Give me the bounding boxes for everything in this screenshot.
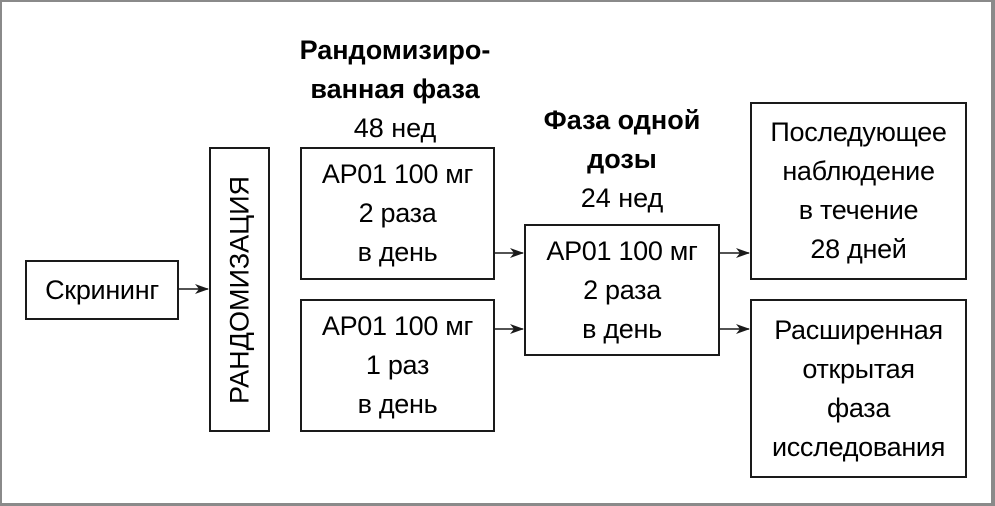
single-dose-phase-heading: Фаза одной дозы 24 нед bbox=[510, 101, 734, 218]
randomized-phase-duration: 48 нед bbox=[353, 113, 437, 143]
single-dose-line: в день bbox=[582, 313, 662, 344]
arm-twice-daily-line: AP01 100 мг bbox=[321, 159, 474, 189]
arm-once-daily-line: 1 раз bbox=[365, 350, 430, 380]
randomized-phase-title-line1: Рандомизиро- bbox=[299, 35, 491, 65]
randomization-box: РАНДОМИЗАЦИЯ bbox=[209, 147, 270, 432]
single-dose-line: 2 раза bbox=[583, 274, 661, 305]
arm-once-daily-box: AP01 100 мг 1 раз в день bbox=[300, 299, 495, 432]
screening-box: Скрининг bbox=[25, 260, 179, 320]
extension-line: фаза bbox=[826, 392, 891, 423]
single-dose-phase-duration: 24 нед bbox=[580, 183, 664, 213]
follow-up-line: в течение bbox=[798, 195, 919, 225]
single-dose-phase-title-line2: дозы bbox=[587, 144, 657, 174]
arm-once-daily-line: AP01 100 мг bbox=[321, 311, 474, 341]
follow-up-line: 28 дней bbox=[810, 234, 907, 264]
screening-label: Скрининг bbox=[45, 274, 159, 305]
arm-twice-daily-box: AP01 100 мг 2 раза в день bbox=[300, 147, 495, 280]
arm-twice-daily-line: в день bbox=[357, 237, 438, 267]
single-dose-line: AP01 100 мг bbox=[546, 235, 698, 266]
extension-line: исследования bbox=[771, 431, 946, 462]
single-dose-box: AP01 100 мг 2 раза в день bbox=[524, 224, 720, 356]
extension-box: Расширенная открытая фаза исследования bbox=[750, 299, 967, 478]
randomized-phase-title-line2: ванная фаза bbox=[310, 74, 480, 104]
follow-up-box: Последующее наблюдение в течение 28 дней bbox=[750, 102, 967, 280]
single-dose-phase-title-line1: Фаза одной bbox=[543, 105, 701, 135]
arm-once-daily-line: в день bbox=[357, 389, 438, 419]
follow-up-line: наблюдение bbox=[782, 156, 935, 186]
extension-line: Расширенная bbox=[774, 314, 943, 345]
follow-up-line: Последующее bbox=[770, 117, 947, 147]
extension-line: открытая bbox=[802, 353, 915, 384]
randomized-phase-heading: Рандомизиро- ванная фаза 48 нед bbox=[270, 31, 520, 148]
arm-twice-daily-line: 2 раза bbox=[358, 198, 437, 228]
